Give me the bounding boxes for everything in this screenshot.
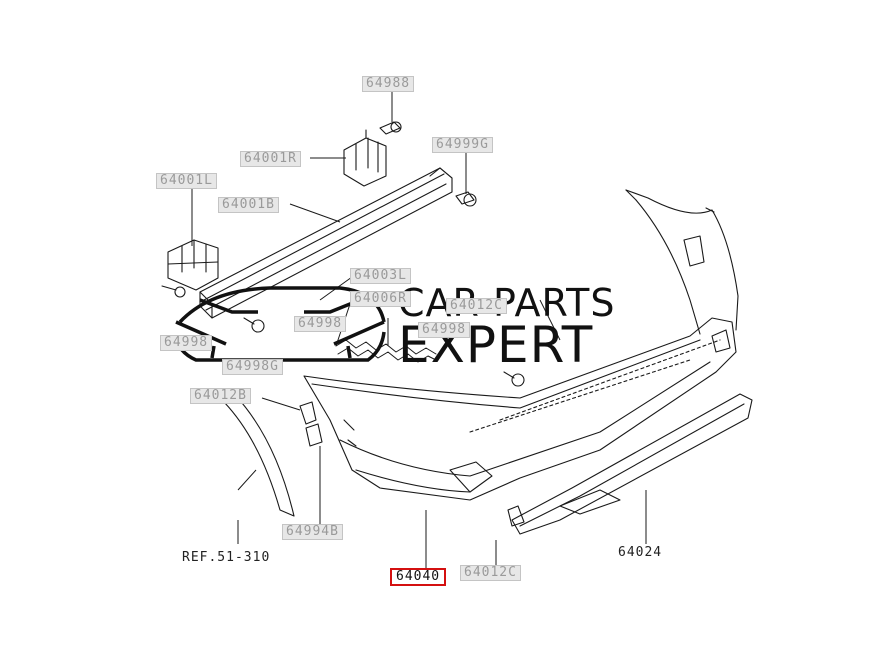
clip-64012C [507, 505, 525, 527]
label-64994B: 64994B [282, 524, 343, 540]
bolt-64999G [455, 191, 477, 207]
label-64998-c: 64998 [160, 335, 213, 351]
label-ref-51-310: REF.51-310 [182, 550, 271, 565]
label-64001B: 64001B [218, 197, 279, 213]
seal-strip [335, 339, 437, 363]
label-64998-b: 64998 [418, 322, 471, 338]
label-64998-a: 64998 [294, 316, 347, 332]
label-64012B: 64012B [190, 388, 251, 404]
clip-64012B [299, 401, 317, 425]
label-64012C-bottom: 64012C [460, 565, 521, 581]
bolt-left-upper [161, 285, 186, 298]
bumper-cover [303, 189, 739, 501]
label-64024: 64024 [618, 545, 663, 560]
label-64006R: 64006R [350, 291, 411, 307]
label-64988: 64988 [362, 76, 415, 92]
lower-diffuser [511, 393, 753, 535]
label-64001L: 64001L [156, 173, 217, 189]
label-64003L: 64003L [350, 268, 411, 284]
label-64001R: 64001R [240, 151, 301, 167]
bolt-64988 [379, 121, 402, 135]
label-64998G: 64998G [222, 359, 283, 375]
label-64999G: 64999G [432, 137, 493, 153]
bolt-left-lower [243, 317, 265, 333]
left-bracket [167, 239, 219, 291]
label-64040-highlighted: 64040 [390, 568, 447, 586]
bolt-center [503, 371, 525, 387]
clip-64994B [305, 423, 323, 447]
right-bracket [343, 129, 387, 187]
fender-liner [223, 395, 295, 517]
label-64012C-top: 64012C [446, 298, 507, 314]
